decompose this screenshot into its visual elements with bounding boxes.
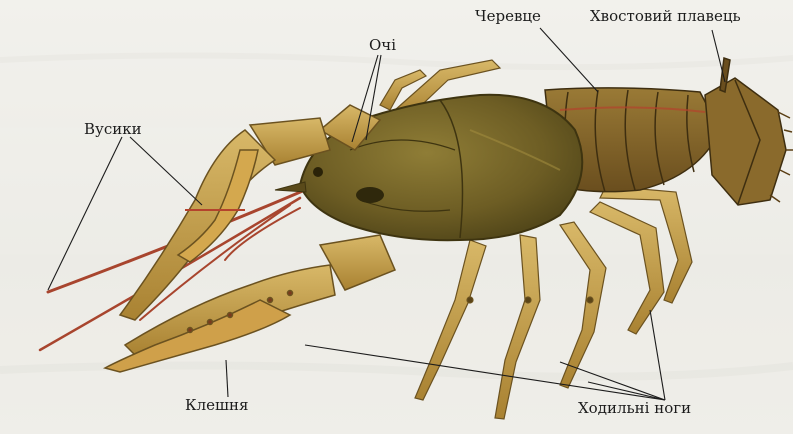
label-claw: Клешня <box>185 398 248 413</box>
eye-mark <box>313 167 323 177</box>
label-antennae: Вусики <box>84 122 142 137</box>
label-eyes: Очі <box>369 38 396 53</box>
label-walking-legs: Ходильні ноги <box>578 401 691 416</box>
label-abdomen: Черевце <box>475 9 541 24</box>
label-tail-fan: Хвостовий плавець <box>590 9 741 24</box>
